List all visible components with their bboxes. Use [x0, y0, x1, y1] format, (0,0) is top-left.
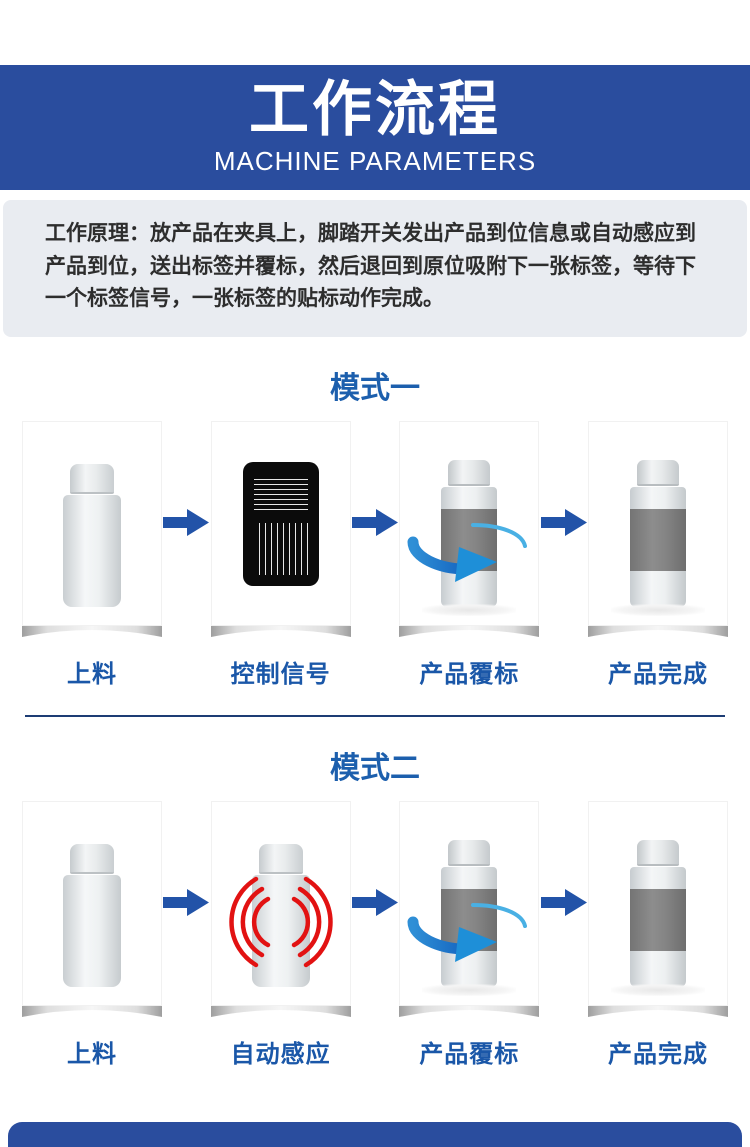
bottle-shoulder — [441, 486, 498, 509]
page-subtitle: MACHINE PARAMETERS — [213, 146, 537, 176]
step-card — [22, 800, 162, 1006]
mode1-step-loading: 上料 — [22, 420, 162, 689]
card-curl-shadow — [22, 625, 162, 637]
mode-2-title: 模式二 — [330, 751, 420, 785]
step-card — [587, 800, 728, 1006]
step-card — [22, 420, 162, 626]
bottle-cap — [448, 459, 491, 486]
bottle-base-shadow — [610, 983, 705, 996]
mode-1-title: 模式一 — [330, 371, 420, 405]
card-curl-shadow — [210, 1005, 351, 1017]
mode-2-flow-row: 上料 — [0, 800, 750, 1069]
bottle-rotate-label-icon — [407, 459, 528, 616]
bottle-cap — [636, 839, 679, 866]
mode1-step-labeling: 产品覆标 — [399, 420, 540, 689]
working-principle-text: 工作原理：放产品在夹具上，脚踏开关发出产品到位信息或自动感应到产品到位，送出标签… — [45, 222, 696, 311]
mode-1-flow-row: 上料 控制信号 — [0, 420, 750, 689]
step-label: 产品完成 — [607, 660, 708, 688]
mode2-step-loading: 上料 — [22, 800, 162, 1069]
card-curl-shadow — [587, 625, 728, 637]
mode1-step-control-signal: 控制信号 — [210, 420, 351, 689]
bottle-body — [63, 874, 121, 987]
bottle-base-shadow — [422, 983, 517, 996]
working-principle-panel: 工作原理：放产品在夹具上，脚踏开关发出产品到位信息或自动感应到产品到位，送出标签… — [3, 200, 747, 337]
flow-arrow-icon — [351, 888, 398, 916]
flow-arrow-icon — [163, 508, 210, 536]
bottle-body — [251, 874, 310, 987]
step-card — [210, 420, 351, 626]
card-curl-shadow — [22, 1005, 162, 1017]
mode2-step-labeling: 产品覆标 — [399, 800, 540, 1069]
pedal-vertical-slats — [253, 522, 308, 575]
section-divider — [25, 714, 725, 717]
bottle-lower — [441, 950, 498, 987]
card-curl-shadow — [399, 1005, 540, 1017]
step-label: 上料 — [67, 660, 117, 688]
next-section-header-bar — [8, 1122, 742, 1147]
bottle-label-band — [629, 888, 686, 951]
bottle-icon — [63, 843, 121, 987]
bottle-cap — [70, 843, 114, 874]
flow-arrow-icon — [163, 888, 210, 916]
top-whitespace — [0, 0, 750, 65]
page-title: 工作流程 — [249, 76, 501, 143]
bottle-icon — [63, 463, 121, 607]
bottle-shoulder — [629, 486, 686, 509]
step-label: 产品覆标 — [419, 660, 520, 688]
step-card — [399, 800, 540, 1006]
step-label: 产品完成 — [607, 1040, 708, 1068]
bottle-shoulder — [441, 866, 498, 889]
step-label: 自动感应 — [230, 1040, 331, 1068]
bottle-cap — [636, 459, 679, 486]
mode2-step-auto-sensing: 自动感应 — [210, 800, 351, 1069]
labeled-bottle-icon — [610, 839, 705, 996]
section-header-banner: 工作流程 MACHINE PARAMETERS — [0, 65, 750, 190]
bottle-lower — [629, 950, 686, 987]
bottle-label-band — [441, 888, 498, 951]
bottle-rotate-label-icon — [407, 839, 528, 996]
bottle-lower — [441, 570, 498, 607]
flow-arrow-icon — [351, 508, 398, 536]
step-card — [210, 800, 351, 1006]
bottle-shoulder — [629, 866, 686, 889]
bottle-cap — [448, 839, 491, 866]
step-card — [399, 420, 540, 626]
bottle-cap — [70, 463, 114, 494]
card-curl-shadow — [210, 625, 351, 637]
step-label: 产品覆标 — [419, 1040, 520, 1068]
bottle-body — [63, 494, 121, 607]
card-curl-shadow — [587, 1005, 728, 1017]
bottle-label-band — [629, 508, 686, 571]
foot-pedal-icon — [242, 461, 319, 586]
flow-arrow-icon — [540, 508, 587, 536]
mode1-step-finished: 产品完成 — [587, 420, 728, 689]
mode2-step-finished: 产品完成 — [587, 800, 728, 1069]
flow-arrow-icon — [540, 888, 587, 916]
bottle-base-shadow — [422, 603, 517, 616]
card-curl-shadow — [399, 625, 540, 637]
bottle-label-band — [441, 508, 498, 571]
bottle-cap — [258, 843, 303, 874]
step-card — [587, 420, 728, 626]
labeled-bottle-icon — [610, 459, 705, 616]
bottle-base-shadow — [610, 603, 705, 616]
step-label: 控制信号 — [230, 660, 331, 688]
pedal-horizontal-slats — [253, 474, 308, 511]
sensor-waves-bottle-icon — [228, 843, 333, 987]
step-label: 上料 — [67, 1040, 117, 1068]
bottle-lower — [629, 570, 686, 607]
